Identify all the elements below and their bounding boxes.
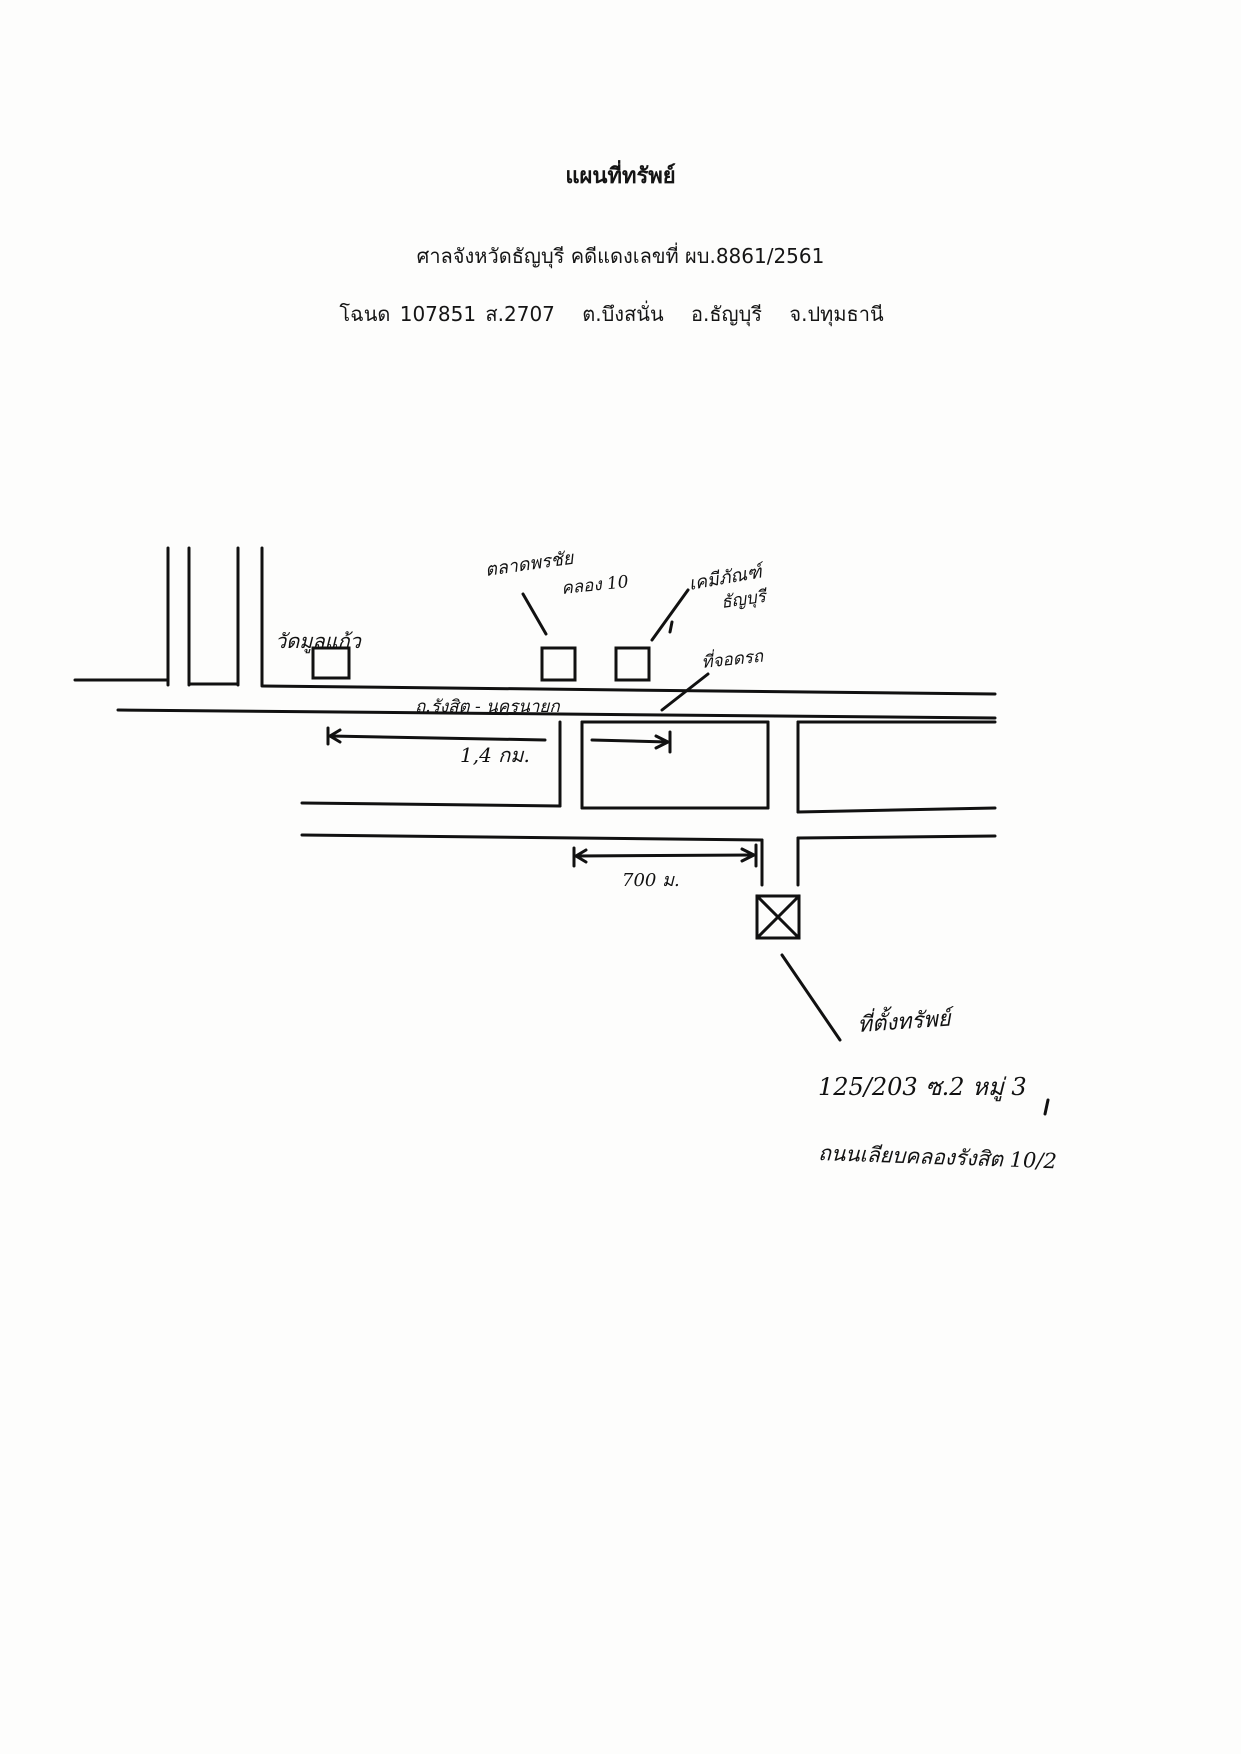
label-market: ตลาดพรชัย: [484, 548, 576, 581]
dist-line-2: [574, 853, 756, 858]
police-box: [614, 646, 651, 682]
pointer-police: [650, 588, 690, 642]
label-bus-stop: ที่จอดรถ: [700, 643, 766, 673]
province: จ.ปทุมธานี: [789, 302, 884, 326]
label-distance-2: 700 ม.: [622, 870, 680, 891]
dist-line-1: [328, 734, 547, 742]
dist-arrowhead: [740, 847, 758, 863]
property-box: [755, 894, 801, 940]
road-line: [300, 801, 562, 808]
label-road-name: ถ.รังสิต - นครนายก: [415, 697, 560, 717]
road-line: [116, 708, 997, 720]
tick-mark: [1043, 1098, 1050, 1116]
deed-location-line: โฉนด 107851 ส.2707 ต.บึงสนั่น อ.ธัญบุรี …: [0, 298, 1241, 330]
label-canal: คลอง 10: [560, 572, 629, 599]
road-line: [796, 834, 997, 840]
road-line: [796, 806, 997, 814]
dist-arrowhead: [573, 848, 588, 864]
property-cross: [755, 894, 801, 940]
label-property-location: ที่ตั้งทรัพย์: [856, 1001, 956, 1038]
label-address-2: ถนนเลียบคลองรังสิต 10/2: [818, 1141, 1057, 1173]
block-arrow: [590, 738, 670, 744]
dist-arrowhead: [327, 728, 342, 744]
tick-mark: [668, 620, 674, 634]
road-line: [300, 833, 764, 842]
district: อ.ธัญบุรี: [690, 302, 763, 326]
label-address-1: 125/203 ซ.2 หมู่ 3: [818, 1073, 1027, 1102]
deed-number: โฉนด 107851 ส.2707: [339, 302, 555, 326]
subdistrict: ต.บึงสนั่น: [582, 302, 664, 326]
label-police-2: ธัญบุรี: [720, 586, 770, 612]
pointer-property: [780, 953, 842, 1042]
road-line: [260, 684, 997, 696]
label-temple: วัดมูลแก้ว: [275, 629, 363, 654]
block-arrowhead: [654, 734, 672, 750]
court-case-line: ศาลจังหวัดธัญบุรี คดีแดงเลขที่ ผบ.8861/2…: [416, 244, 825, 268]
page-title: แผนที่ทรัพย์: [565, 164, 676, 189]
temple-box: [311, 646, 351, 680]
market-box: [540, 646, 577, 682]
label-distance-1: 1,4 กม.: [460, 743, 530, 767]
pointer-market: [521, 592, 548, 636]
pointer-busstop: [660, 672, 710, 712]
